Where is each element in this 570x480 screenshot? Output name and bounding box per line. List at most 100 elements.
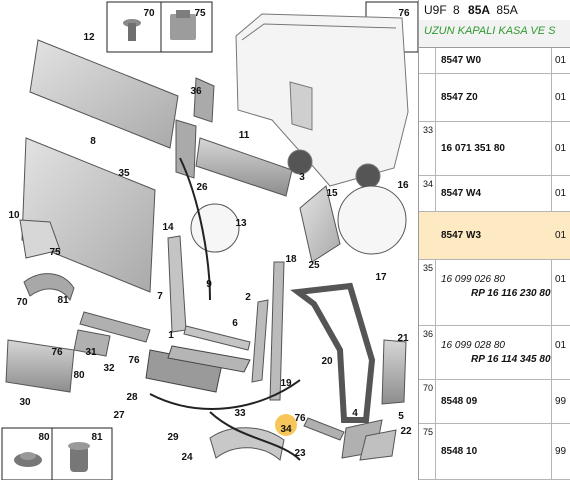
row-index: 34 [423, 179, 434, 189]
part-18 [269, 261, 285, 401]
callout-13[interactable]: 13 [235, 218, 247, 229]
callout-21[interactable]: 21 [397, 333, 409, 344]
callout-75[interactable]: 75 [49, 247, 61, 258]
row-index: 35 [423, 263, 434, 273]
callout-19[interactable]: 19 [280, 378, 292, 389]
callout-4[interactable]: 4 [352, 408, 358, 419]
callout-8[interactable]: 8 [90, 136, 96, 147]
part-32 [73, 329, 111, 357]
table-row[interactable]: 34 8547 W4 01 [419, 176, 570, 212]
callout-28[interactable]: 28 [126, 392, 138, 403]
catalog-header: U9F 8 85A 85A [419, 0, 570, 21]
callout-27[interactable]: 27 [113, 410, 125, 421]
replacement-reference: RP 16 116 230 80 [471, 288, 551, 299]
part-reference: 16 099 026 80 [441, 274, 505, 285]
row-index: 70 [423, 383, 434, 393]
callout-76[interactable]: 76 [128, 355, 140, 366]
variant-code: 85A [496, 3, 518, 17]
column-divider [551, 48, 552, 480]
model-code: U9F [424, 3, 447, 17]
callout-16[interactable]: 16 [397, 180, 409, 191]
callout-7[interactable]: 7 [157, 291, 163, 302]
callout-76[interactable]: 76 [51, 347, 63, 358]
row-index: 33 [423, 125, 434, 135]
highlight-code: 85A [468, 3, 491, 17]
row-index: 36 [423, 329, 434, 339]
part-reference: 8547 W3 [441, 230, 482, 241]
callout-3[interactable]: 3 [299, 172, 305, 183]
quantity: 01 [555, 92, 567, 103]
part-4 [303, 417, 345, 441]
callout-6[interactable]: 6 [232, 318, 238, 329]
part-reference: 16 071 351 80 [441, 143, 505, 154]
callout-26[interactable]: 26 [196, 182, 208, 193]
callout-33[interactable]: 33 [234, 408, 246, 419]
callout-20[interactable]: 20 [321, 356, 333, 367]
inset-box-81 [51, 427, 113, 480]
quantity: 99 [555, 446, 567, 457]
callout-25[interactable]: 25 [308, 260, 320, 271]
callout-80[interactable]: 80 [38, 432, 50, 443]
replacement-reference: RP 16 114 345 80 [471, 354, 551, 365]
callout-80[interactable]: 80 [73, 370, 85, 381]
part-9 [167, 235, 187, 333]
parts-table-panel: U9F 8 85A 85A UZUN KAPALI KASA VE S 8547… [418, 0, 570, 480]
callout-1[interactable]: 1 [168, 330, 174, 341]
callout-31[interactable]: 31 [85, 347, 97, 358]
callout-10[interactable]: 10 [8, 210, 20, 221]
callout-75[interactable]: 75 [194, 8, 206, 19]
quantity: 01 [555, 188, 567, 199]
callout-30[interactable]: 30 [19, 397, 31, 408]
part-6 [183, 325, 251, 351]
table-row[interactable]: 35 16 099 026 80 RP 16 116 230 80 01 [419, 260, 570, 326]
grommet-icon [14, 452, 42, 467]
table-row[interactable]: 8547 Z0 01 [419, 74, 570, 122]
callout-17[interactable]: 17 [375, 272, 387, 283]
callout-29[interactable]: 29 [167, 432, 179, 443]
callout-76[interactable]: 76 [294, 413, 306, 424]
callout-2[interactable]: 2 [245, 292, 251, 303]
part-2 [251, 299, 269, 383]
callout-12[interactable]: 12 [83, 32, 95, 43]
part-8-panel [21, 137, 156, 293]
screw-icon [123, 19, 141, 41]
part-11-panel [195, 137, 293, 197]
callout-35[interactable]: 35 [118, 168, 130, 179]
callout-15[interactable]: 15 [326, 188, 338, 199]
callout-36[interactable]: 36 [190, 86, 202, 97]
part-20-frame [290, 282, 376, 423]
part-reference: 8547 W4 [441, 188, 482, 199]
row-index: 75 [423, 427, 434, 437]
page-number: 8 [453, 3, 460, 17]
part-23 [209, 427, 285, 461]
callout-81[interactable]: 81 [91, 432, 103, 443]
callout-18[interactable]: 18 [285, 254, 297, 265]
callout-32[interactable]: 32 [103, 363, 115, 374]
callout-34[interactable]: 34 [280, 424, 292, 435]
callout-5[interactable]: 5 [398, 411, 404, 422]
callout-14[interactable]: 14 [162, 222, 174, 233]
callout-81[interactable]: 81 [57, 295, 69, 306]
callout-76[interactable]: 76 [398, 8, 410, 19]
table-row[interactable]: 33 16 071 351 80 01 [419, 122, 570, 176]
part-70-arch [23, 273, 75, 302]
column-divider [435, 48, 436, 480]
callout-23[interactable]: 23 [294, 448, 306, 459]
part-reference: 8548 09 [441, 396, 478, 407]
part-reference: 8547 Z0 [441, 92, 478, 103]
callout-22[interactable]: 22 [400, 426, 412, 437]
callout-11[interactable]: 11 [239, 130, 250, 141]
callout-24[interactable]: 24 [181, 452, 193, 463]
quantity: 01 [555, 340, 567, 351]
callout-badge-34 [275, 414, 297, 436]
quantity: 01 [555, 274, 567, 285]
callout-70[interactable]: 70 [143, 8, 155, 19]
callout-70[interactable]: 70 [16, 297, 28, 308]
callout-9[interactable]: 9 [206, 279, 212, 290]
quantity: 01 [555, 143, 567, 154]
